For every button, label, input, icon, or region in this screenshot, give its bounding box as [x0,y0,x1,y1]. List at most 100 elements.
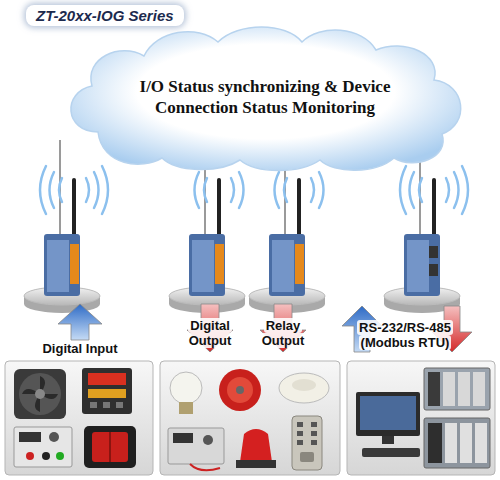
bell-icon [219,369,261,411]
bell-icon [219,369,261,411]
power-supply-icon [14,427,72,467]
radio-wave [400,166,406,214]
keypad-lock-icon [297,431,303,436]
io-label: Digital Input [40,341,119,356]
direction-arrow [58,304,102,340]
controller-icon [116,402,123,408]
plc-icon [443,372,455,406]
radio-wave [462,166,468,214]
cloud-outline [58,20,472,174]
radio-wave [50,172,55,208]
radio-wave [239,172,244,208]
keypad-lock-icon [311,431,317,436]
radio-wave [231,178,234,202]
device-panel [347,361,495,475]
cloud-outline [71,27,461,171]
keypad-lock-icon [311,422,317,427]
direction-arrow [187,304,233,352]
io-label: Relay Output [243,318,323,348]
plc-icon [458,372,470,406]
pc-icon [362,448,420,457]
io-device [72,180,76,236]
radio-wave [311,178,314,202]
radio-wave [195,172,200,208]
io-device [47,240,69,292]
io-label: Relay Output [260,318,307,348]
io-device [404,180,440,296]
power-supply-icon [203,435,213,445]
pedestal [24,287,460,313]
smoke-detector-icon [292,379,316,391]
keypad-lock-icon [297,422,303,427]
plc-icon [445,423,457,463]
radio-wave [59,178,62,202]
radio-wave [40,166,468,214]
pc-icon [356,392,420,457]
io-device [269,180,305,296]
radio-wave [40,166,46,214]
io-device [192,240,214,292]
io-device [297,180,301,236]
fan-icon [22,376,58,412]
io-label: RS-232/RS-485 (Modbus RTU) [344,320,466,350]
fan-icon [35,389,45,399]
keypad-lock-icon [311,440,317,445]
bell-icon [236,386,244,394]
io-label: RS-232/RS-485 (Modbus RTU) [357,320,453,350]
io-label: Digital Output [170,318,250,348]
beacon-icon [236,460,276,468]
pc-icon [356,392,420,436]
io-device [407,240,429,292]
device-panel [5,361,495,475]
switch-icon [92,432,128,462]
power-supply-icon [14,427,72,467]
radio-wave [102,166,108,214]
radio-wave [446,178,449,202]
device-panel [160,361,340,475]
io-label: Digital Input [22,341,138,356]
io-device [44,180,80,296]
keypad-lock-icon [292,416,322,470]
controller-icon [90,402,97,408]
io-device [429,264,438,276]
io-device [44,234,80,296]
fan-icon [14,369,66,419]
smoke-detector-icon [279,373,329,403]
power-supply-icon [42,452,50,460]
io-device [70,244,79,284]
beacon-icon [236,429,276,468]
controller-icon [82,368,132,414]
radio-wave [284,178,287,202]
radio-wave [419,178,422,202]
radio-wave [204,178,207,202]
power-supply-icon [26,452,34,460]
plc-icon [424,368,490,468]
plc-icon [460,423,472,463]
lamp-icon [170,372,202,404]
radio-wave [94,172,99,208]
power-supply-icon [168,428,224,470]
power-supply-icon [173,433,193,443]
cloud-text: I/O Status synchronizing & Device Connec… [103,76,427,119]
power-supply-icon [168,428,224,464]
keypad-lock-icon [292,416,322,470]
io-device [269,234,305,296]
radio-wave [454,172,459,208]
fan-icon [19,373,61,415]
pc-icon [360,396,416,430]
plc-icon [424,418,490,468]
direction-arrow [58,304,472,352]
radio-wave [319,172,324,208]
bell-icon [227,377,253,403]
fan-icon [14,369,66,419]
smoke-detector-icon [279,373,329,403]
plc-icon [475,423,487,463]
io-device [295,244,304,284]
cloud-shape: I/O Status synchronizing & Device Connec… [58,20,472,174]
lamp-icon [179,402,193,414]
controller-icon [88,389,126,398]
switch-icon [109,432,111,462]
controller-icon [103,402,110,408]
io-device [404,234,440,296]
keypad-lock-icon [297,440,303,445]
